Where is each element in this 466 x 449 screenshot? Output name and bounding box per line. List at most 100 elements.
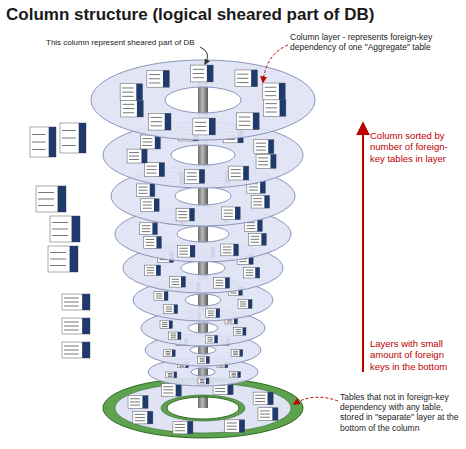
annotation-label: Tables that not in foreign-key dependenc…	[340, 392, 464, 433]
table-field-line	[232, 376, 237, 377]
table-icon	[128, 396, 148, 409]
table-header	[207, 65, 213, 82]
table-field-line	[208, 313, 214, 314]
table-box	[127, 149, 147, 163]
table-icon	[225, 420, 245, 433]
table-field-line	[236, 331, 241, 332]
table-icon	[145, 163, 165, 177]
table-header	[268, 140, 274, 154]
table-icon	[263, 83, 285, 100]
table-field-line	[146, 242, 155, 243]
table-field-line	[187, 179, 197, 180]
table-field-line	[239, 117, 250, 118]
table-box	[30, 127, 56, 157]
table-box	[164, 350, 176, 357]
annotation-label: Layers with small amount of foreign keys…	[370, 338, 462, 372]
table-field-line	[230, 293, 236, 294]
table-field-line	[142, 225, 151, 226]
table-field-line	[240, 301, 246, 302]
table-field-line	[247, 228, 256, 229]
table-field-line	[255, 395, 265, 396]
table-header	[150, 184, 155, 197]
table-field-line	[246, 270, 254, 271]
table-box	[225, 420, 245, 433]
table-field-line	[38, 205, 54, 206]
table-header	[82, 294, 90, 310]
table-field-line	[265, 95, 276, 96]
table-header	[163, 70, 169, 87]
table-field-line	[256, 146, 266, 147]
table-field-line	[135, 414, 145, 415]
table-header	[70, 246, 78, 272]
table-icon	[253, 392, 273, 405]
table-field-line	[265, 112, 276, 113]
table-field-line	[193, 77, 204, 78]
table-field-line	[147, 272, 155, 273]
table-header	[169, 321, 172, 329]
table-field-line	[233, 352, 238, 353]
table-icon	[229, 166, 249, 180]
leader-arrow	[294, 397, 338, 404]
table-field-line	[253, 204, 262, 205]
table-field-line	[129, 152, 139, 153]
table-icon	[206, 309, 220, 318]
table-icon	[169, 277, 185, 288]
table-field-line	[142, 138, 152, 139]
table-field-line	[265, 103, 276, 104]
table-field-line	[223, 252, 232, 253]
table-field-line	[142, 231, 151, 232]
table-header	[82, 318, 90, 334]
table-icon	[154, 292, 168, 301]
table-box	[145, 265, 161, 276]
table-icon	[149, 113, 171, 130]
table-field-line	[233, 351, 238, 352]
table-header	[174, 372, 177, 378]
table-box	[121, 100, 143, 117]
table-icon	[254, 140, 274, 154]
table-field-line	[50, 259, 66, 260]
table-icon	[160, 321, 172, 329]
table-box	[206, 309, 220, 318]
table-field-line	[193, 73, 204, 74]
table-header	[82, 342, 90, 358]
table-icon	[191, 65, 213, 82]
table-field-line	[166, 309, 172, 310]
table-icon	[161, 384, 181, 397]
column-layer	[91, 60, 315, 140]
table-box	[238, 300, 252, 309]
table-icon	[164, 305, 178, 314]
table-box	[263, 99, 285, 116]
table-field-line	[255, 398, 265, 399]
table-box	[166, 372, 177, 378]
table-field-line	[175, 424, 185, 425]
table-field-line	[32, 134, 46, 135]
table-icon	[133, 411, 153, 424]
table-icon	[169, 332, 181, 340]
table-field-line	[240, 303, 246, 304]
table-header	[58, 186, 66, 212]
table-field-line	[50, 265, 66, 266]
table-box	[221, 244, 239, 256]
table-box	[198, 378, 209, 384]
table-header	[164, 292, 168, 301]
table-field-line	[166, 306, 172, 307]
table-header	[181, 277, 185, 288]
table-box	[237, 113, 259, 130]
table-box	[176, 208, 194, 221]
table-header	[239, 420, 245, 433]
table-field-line	[179, 366, 184, 367]
table-icon	[120, 84, 142, 101]
table-field-line	[246, 272, 254, 273]
table-field-line	[200, 361, 205, 362]
table-icon	[263, 99, 285, 116]
table-field-line	[171, 279, 179, 280]
table-header	[199, 169, 205, 183]
table-icon	[235, 70, 257, 87]
table-icon	[50, 216, 80, 242]
table-field-line	[239, 125, 250, 126]
table-field-line	[168, 376, 173, 377]
table-field-line	[200, 358, 205, 359]
table-field-line	[258, 164, 268, 165]
table-field-line	[147, 169, 157, 170]
table-field-line	[200, 379, 205, 380]
